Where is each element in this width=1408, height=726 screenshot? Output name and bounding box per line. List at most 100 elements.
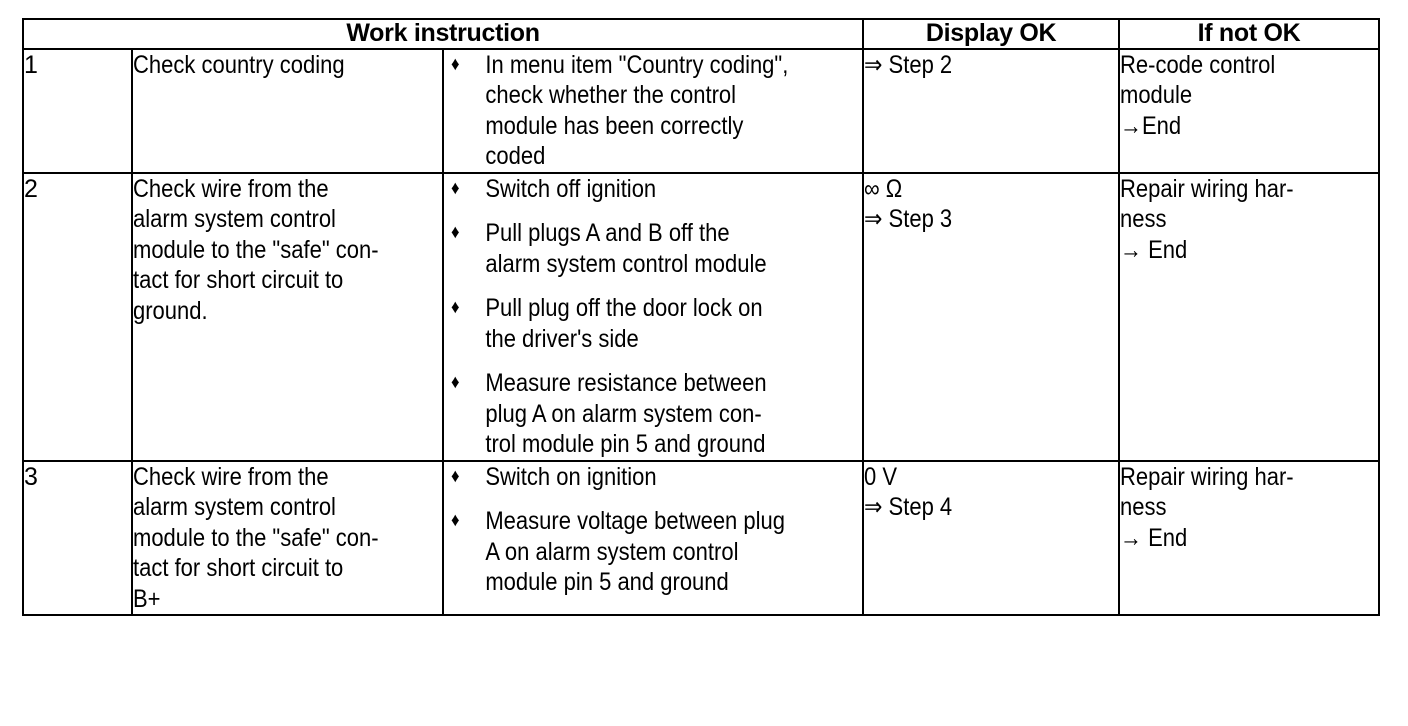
work-instruction-text: Check country coding [133,50,442,81]
header-cell-work-instruction: Work instruction [21,18,865,50]
step-details-text: ♦Switch off ignition♦Pull plugs A and B … [444,174,862,460]
text-line: In menu item "Country coding", [485,50,789,79]
step-number-cell: 1 [22,47,133,174]
text-line: check whether the control [485,81,737,109]
step-details-cell: ♦Switch off ignition♦Pull plugs A and B … [441,171,865,462]
text-line: alarm system control module [485,249,767,278]
if-not-ok-text: Repair wiring har-ness→ End [1120,174,1378,266]
step-number: 2 [24,174,38,203]
text-line: trol module pin 5 and ground [485,430,766,458]
step-number: 3 [24,462,38,491]
if-not-ok-cell: Repair wiring har-ness→ End [1118,171,1381,462]
text-line: Check country coding [133,50,345,79]
display-ok-text: ⇒ Step 2 [864,50,1118,81]
text-line: tact for short circuit to [133,554,344,582]
text-line: Check wire from the [133,462,329,491]
header-label-display-ok: Display OK [925,19,1057,47]
header-row: Work instruction Display OK If not OK [21,18,1381,50]
table-body: 1 Check country coding ♦ In menu item "Coun… [22,47,1381,616]
text-line: Re-code control [1120,50,1276,79]
text-line: →End [1120,111,1182,140]
text-line: coded [485,142,546,170]
header-label-work-instruction: Work instruction [346,19,540,47]
text-line: → End [1120,235,1188,264]
text-line: module to the "safe" con- [133,235,379,264]
text-line: module pin 5 and ground [485,568,729,596]
display-ok-cell: 0 V⇒ Step 4 [862,459,1121,616]
step-details-cell: ♦ Switch on ignition ♦ Measure voltage betw… [441,459,865,616]
table-row: 1 Check country coding ♦ In menu item "Coun… [22,47,1381,174]
text-line: module [1120,81,1193,109]
text-line: Measure resistance between [485,369,767,397]
text-line: Switch on ignition [485,462,657,491]
text-line: Repair wiring har- [1120,462,1294,491]
text-line: ness [1120,493,1167,521]
text-line: module has been correctly [485,111,744,140]
text-line: Check wire from the [133,174,329,203]
display-ok-cell: ⇒ Step 2 [862,47,1121,174]
step-details-text: ♦ In menu item "Country coding",check whe… [444,50,862,172]
text-line: Repair wiring har- [1120,174,1294,203]
if-not-ok-cell: Repair wiring har-ness→ End [1118,459,1381,616]
diamond-bullet-icon: ♦ [451,465,460,487]
diamond-bullet-icon: ♦ [451,297,460,318]
text-line: Pull plug off the door lock on [485,294,763,322]
work-instruction-cell: Check country coding [131,47,444,174]
text-line: B+ [133,584,161,613]
text-line: alarm system control [133,493,336,521]
text-line: ness [1120,205,1167,233]
text-line: module to the "safe" con- [133,523,379,552]
text-line: tact for short circuit to [133,266,344,294]
text-line: Measure voltage between plug [485,507,786,535]
if-not-ok-text: Repair wiring har-ness→ End [1120,462,1378,554]
diamond-bullet-icon: ♦ [451,372,460,393]
step-number-cell: 2 [22,171,133,462]
list-item: ♦ Switch on ignition [444,462,862,493]
step-number: 1 [24,50,38,79]
text-line: ground. [133,296,208,325]
header-cell-display-ok: Display OK [862,18,1121,50]
text-line: Pull plugs A and B off the [485,219,730,247]
step-bullet-list: ♦Switch off ignition♦Pull plugs A and B … [444,174,862,460]
step-details-cell: ♦ In menu item "Country coding",check whe… [441,47,865,174]
text-line: plug A on alarm system con- [485,399,762,428]
diamond-bullet-icon: ♦ [451,177,460,199]
text-line: 0 V [864,462,898,491]
step-details-text: ♦ Switch on ignition ♦ Measure voltage betw… [444,462,862,598]
text-line: ⇒ Step 3 [864,205,953,233]
step-bullet-list: ♦ Switch on ignition ♦ Measure voltage betw… [444,462,862,598]
text-line: ⇒ Step 2 [864,50,953,79]
header-label-if-not-ok: If not OK [1197,19,1301,47]
diamond-bullet-icon: ♦ [451,53,460,75]
text-line: A on alarm system control [485,537,739,566]
table-header: Work instruction Display OK If not OK [21,18,1381,50]
text-line: ∞ Ω [864,174,903,203]
step-number-cell: 3 [22,459,133,616]
display-ok-cell: ∞ Ω⇒ Step 3 [862,171,1121,462]
display-ok-text: ∞ Ω⇒ Step 3 [864,174,1118,235]
list-item: ♦ In menu item "Country coding",check whe… [444,50,862,172]
diamond-bullet-icon: ♦ [451,510,460,531]
text-line: alarm system control [133,205,336,233]
text-line: → End [1120,523,1188,552]
step-bullet-list: ♦ In menu item "Country coding",check whe… [444,50,862,172]
list-item: ♦Switch off ignition [444,174,862,205]
diamond-bullet-icon: ♦ [451,222,460,243]
text-line: ⇒ Step 4 [864,493,953,521]
display-ok-text: 0 V⇒ Step 4 [864,462,1118,523]
header-cell-if-not-ok: If not OK [1118,18,1381,50]
